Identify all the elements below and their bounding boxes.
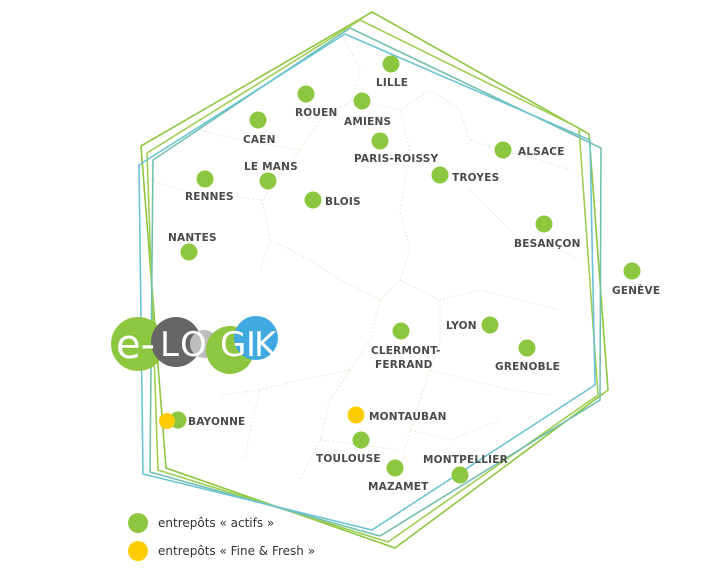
svg-text:G: G [220,325,246,365]
elogik-logo: e- L O G I K [108,316,288,378]
marker-montpellier [451,466,469,484]
marker-besan-on [535,215,553,233]
marker-rennes [196,170,214,188]
marker-lille [382,55,400,73]
city-label-amiens: AMIENS [344,116,391,128]
marker-alsace [494,141,512,159]
city-label-gen-ve: GENÈVE [612,284,660,297]
marker-troyes [431,166,449,184]
city-label-le-mans: LE MANS [244,161,298,173]
hexagon-frame [138,11,609,549]
marker-rouen [297,85,315,103]
marker-amiens [353,92,371,110]
marker-mazamet [386,459,404,477]
marker-caen [249,111,267,129]
city-label-troyes: TROYES [452,172,499,184]
marker-paris-roissy [371,132,389,150]
city-label-montauban: MONTAUBAN [369,411,447,423]
city-markers: LILLE ROUEN AMIENS CAEN PARIS-ROISSY ALSACE LE… [159,55,660,493]
legend: entrepôts « actifs » entrepôts « Fine & … [128,512,315,568]
legend-fine-fresh-label: entrepôts « Fine & Fresh » [158,544,316,558]
city-label-caen: CAEN [243,134,276,146]
marker-lyon [481,316,499,334]
svg-text:I: I [246,325,256,365]
city-label-ferrand: FERRAND [375,359,433,371]
city-label-lille: LILLE [376,77,408,89]
city-label-grenoble: GRENOBLE [495,361,560,373]
fine-fresh-dot-icon [128,541,148,561]
marker-grenoble [518,339,536,357]
city-label-toulouse: TOULOUSE [316,453,381,465]
legend-active-label: entrepôts « actifs » [158,516,275,530]
svg-text:K: K [254,325,278,365]
city-label-besan-on: BESANÇON [514,238,581,250]
marker-blois [304,191,322,209]
marker-toulouse [352,431,370,449]
marker-montauban [347,406,365,424]
svg-text:O: O [180,325,207,365]
city-label-bayonne: BAYONNE [188,416,245,428]
svg-text:L: L [160,325,179,365]
legend-fine-fresh: entrepôts « Fine & Fresh » [128,540,315,562]
city-label-nantes: NANTES [168,232,217,244]
city-label-blois: BLOIS [325,196,361,208]
city-label-montpellier: MONTPELLIER [423,454,508,466]
legend-active: entrepôts « actifs » [128,512,315,534]
city-label-clermont: CLERMONT- [371,345,441,357]
city-label-mazamet: MAZAMET [368,481,429,493]
city-label-rouen: ROUEN [295,107,338,119]
marker-le-mans [259,172,277,190]
marker-nantes [180,243,198,261]
region-borders [149,39,581,481]
marker-bayonne-fine-fresh [159,413,175,429]
city-label-rennes: RENNES [185,191,234,203]
marker-clermont [392,322,410,340]
city-label-lyon: LYON [446,320,477,332]
svg-text:e-: e- [116,322,155,368]
active-dot-icon [128,513,148,533]
city-label-paris-roissy: PARIS-ROISSY [354,153,439,165]
marker-gen-ve [623,262,641,280]
city-label-alsace: ALSACE [518,146,565,158]
